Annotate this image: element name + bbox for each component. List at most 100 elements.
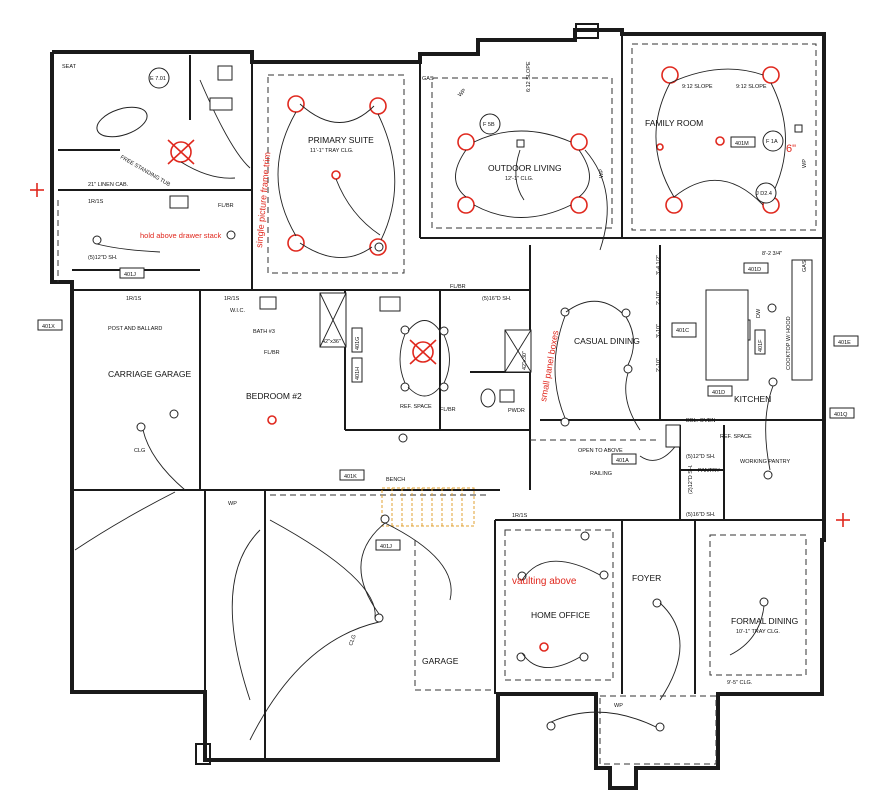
room-label-outdoor-living: OUTDOOR LIVING xyxy=(488,163,562,173)
ceiling-fixture-icon xyxy=(400,382,410,392)
ceiling-fixtures xyxy=(167,66,780,652)
ceiling-fixture-icon xyxy=(439,326,449,336)
room-ceiling-primary-suite: 11'-1" TRAY CLG. xyxy=(310,148,354,154)
label-dishwasher: DW xyxy=(756,308,762,318)
label-wp: WP xyxy=(457,88,468,99)
tag-401d: 401D xyxy=(748,267,761,273)
cooktop-icon xyxy=(791,259,813,381)
label-shelf: (2)12"D SH. xyxy=(688,464,694,494)
label-seat: SEAT xyxy=(62,64,77,70)
ceiling-fixture-icon xyxy=(439,382,449,392)
recessed-light xyxy=(369,238,387,256)
label-dimension: 2'-10" xyxy=(656,358,662,372)
label-shelf: (5)16"D SH. xyxy=(482,296,512,302)
recessed-light xyxy=(267,415,277,425)
room-label-pwdr: PWDR xyxy=(508,408,525,414)
tag-401h: 401H xyxy=(355,367,361,380)
sink-icon xyxy=(379,296,401,312)
label-dimension: 2'-10" xyxy=(656,291,662,305)
detail-tags: 401X 401J 401J 401K 401D 401D 401C 401E … xyxy=(37,67,859,551)
recessed-light xyxy=(457,196,475,214)
ceiling-fixture-icon xyxy=(398,433,408,443)
tag-e701: E 7.01 xyxy=(150,76,166,82)
label-wp: WP xyxy=(599,169,605,178)
wiring xyxy=(74,68,786,741)
room-label-casual-dining: CASUAL DINING xyxy=(574,336,640,346)
label-fl-br: FL/BR xyxy=(264,350,280,356)
label-wp: WP xyxy=(802,159,808,168)
ceiling-fixture-icon xyxy=(579,652,589,662)
room-label-primary-suite: PRIMARY SUITE xyxy=(308,135,374,145)
tag-401j: 401J xyxy=(124,272,136,278)
label-fl-br: FL/BR xyxy=(218,203,234,209)
tag-f1a: F 1A xyxy=(766,139,778,145)
ceiling-fixture-icon xyxy=(768,377,778,387)
plumbing-fixtures xyxy=(96,65,813,448)
room-label-kitchen: KITCHEN xyxy=(734,394,771,404)
room-label-working-pantry: WORKING PANTRY xyxy=(740,459,791,465)
recessed-light xyxy=(570,133,588,151)
chimney-box xyxy=(575,23,599,39)
room-label-home-office: HOME OFFICE xyxy=(531,610,590,620)
ceiling-fixture-icon xyxy=(763,470,773,480)
recessed-light xyxy=(287,234,305,252)
tag-401j: 401J xyxy=(380,544,392,550)
bathtub-icon xyxy=(96,106,148,138)
label-ref-space: REF. SPACE xyxy=(400,404,432,410)
label-slope: 9:12 SLOPE xyxy=(682,84,713,90)
recessed-light xyxy=(715,136,725,146)
stairs xyxy=(381,487,475,527)
label-rod-shelf: 1R/1S xyxy=(88,199,104,205)
ceiling-fixture-icon xyxy=(92,235,102,245)
ceiling-fixture-icon xyxy=(546,721,556,731)
ceiling-fixture-icon xyxy=(621,308,631,318)
room-label-foyer: FOYER xyxy=(632,573,661,583)
room-label-family-room: FAMILY ROOM xyxy=(645,118,703,128)
label-clg: CLG xyxy=(348,634,358,647)
ceiling-fixture-icon xyxy=(136,422,146,432)
label-slope: 6:12 SLOPE xyxy=(526,61,532,92)
label-bench: BENCH xyxy=(386,477,405,483)
ceiling-fixture-icon xyxy=(580,531,590,541)
note-hold-above-drawer: hold above drawer stack xyxy=(140,231,222,240)
ceiling-fixture-icon xyxy=(767,303,777,313)
ceiling-fixture-icon xyxy=(655,722,665,732)
label-linen-cab: 21" LINEN CAB. xyxy=(88,182,129,188)
label-fl-br: FL/BR xyxy=(450,284,466,290)
tag-401f: 401F xyxy=(758,339,764,352)
interior-walls xyxy=(58,34,824,760)
tag-f5b: F 5B xyxy=(483,122,495,128)
ceiling-fixture-icon xyxy=(560,417,570,427)
ceiling-fixture-icon xyxy=(380,514,390,524)
toilet-icon xyxy=(217,65,233,81)
recessed-light xyxy=(656,143,664,151)
label-post-and-ballard: POST AND BALLARD xyxy=(108,326,162,332)
label-ref-space-pantry: REF. SPACE xyxy=(720,434,752,440)
label-wp: WP xyxy=(228,501,237,507)
outlet-box xyxy=(516,139,525,148)
ceiling-fixture-icon xyxy=(623,364,633,374)
chandelier xyxy=(412,341,434,363)
note-six-inch: 6" xyxy=(786,143,796,155)
label-gas: GAS xyxy=(422,76,434,82)
post-box xyxy=(195,743,211,765)
label-rod-shelf: 1R/1S xyxy=(126,296,142,302)
ceiling-fixture-icon xyxy=(374,242,384,252)
label-shower-size: 42"x36" xyxy=(322,339,341,345)
label-cooktop: COOKTOP W/ HOOD xyxy=(786,316,792,370)
recessed-light xyxy=(331,170,341,180)
recessed-light xyxy=(369,97,387,115)
ceiling-fixture-icon xyxy=(516,652,526,662)
label-open-to-above: OPEN TO ABOVE xyxy=(578,448,623,454)
label-wp: WP xyxy=(614,703,623,709)
tag-401c: 401C xyxy=(676,328,689,334)
tag-401k: 401K xyxy=(344,474,357,480)
ceiling-fixture-icon xyxy=(169,409,179,419)
oven-icon xyxy=(665,424,681,448)
room-label-bath3: BATH #3 xyxy=(253,329,275,335)
label-rod-shelf: 1R/1S xyxy=(224,296,240,302)
recessed-light xyxy=(457,133,475,151)
sink-icon xyxy=(169,195,189,209)
outlet-box xyxy=(794,124,803,133)
room-label-wic: W.I.C. xyxy=(230,308,245,314)
